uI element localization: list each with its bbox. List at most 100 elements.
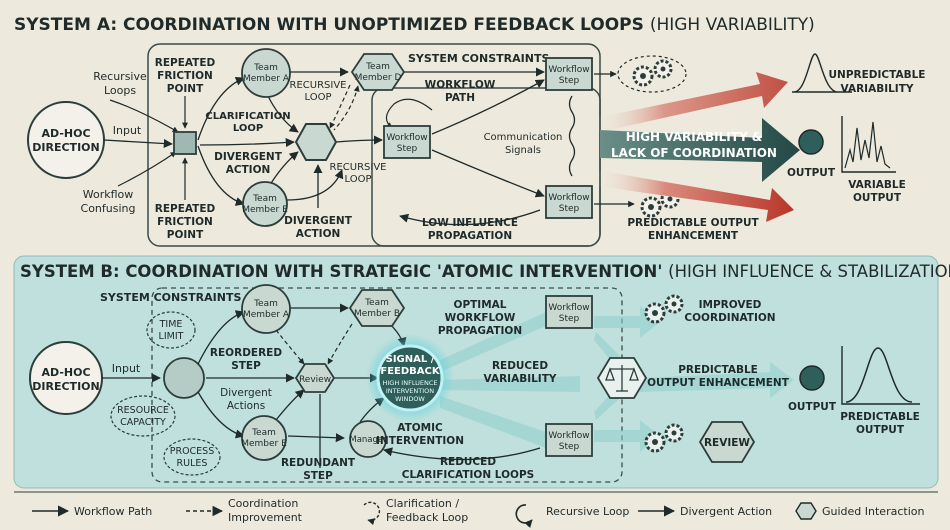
team-e-label-1: Team: [252, 194, 277, 204]
recursive-loop-1b: LOOP: [305, 92, 332, 103]
signal-1: SIGNAL /: [386, 354, 435, 365]
propagation-beams: [440, 306, 794, 452]
process-rules-node: [163, 438, 221, 476]
resource-1: RESOURCE: [117, 405, 169, 416]
b-team-b-2: Member B: [354, 309, 400, 319]
b-review-node: [294, 363, 336, 393]
balance-scale-glyph: [605, 365, 639, 392]
recursive-loops-2: Loops: [104, 84, 136, 97]
divergent-actions-2: Actions: [227, 400, 265, 412]
wf-top-1: Workflow: [548, 65, 589, 75]
low-influence-1: LOW INFLUENCE: [422, 217, 518, 229]
team-d-label-1: Team: [365, 62, 390, 72]
variable-output-chart-icon: [841, 116, 896, 173]
b-team-b-1: Team: [364, 298, 389, 308]
wf-center-1: Workflow: [386, 133, 427, 143]
resource-2: CAPACITY: [120, 417, 166, 428]
b-team-member-e-node: [241, 415, 287, 461]
reduced-clar-1: REDUCED: [440, 456, 496, 468]
recursive-loops-1: Recursive: [93, 70, 147, 83]
friction-top-2: FRICTION: [157, 70, 213, 82]
b-output-node: [799, 365, 825, 391]
confusing-arrow: [117, 151, 177, 187]
legend-clarification-icon: [363, 501, 381, 526]
ad-hoc-label-2: DIRECTION: [32, 141, 99, 154]
b-predictable-enh-1: PREDICTABLE: [678, 364, 758, 376]
high-influence-2: INTERVENTION: [386, 387, 434, 395]
b-predictable-enh-2: OUTPUT ENHANCEMENT: [647, 377, 790, 389]
improved-1: IMPROVED: [699, 299, 762, 311]
friction-top-1: REPEATED: [155, 57, 216, 69]
improved-2: COORDINATION: [684, 312, 775, 324]
wf-center-2: Step: [397, 144, 418, 154]
high-influence-1: HIGH INFLUENCE: [383, 379, 438, 387]
redundant-1: REDUNDANT: [281, 457, 356, 469]
edge-friction-hex: [199, 138, 295, 148]
high-variability-1: HIGH VARIABILITY &: [626, 130, 763, 144]
friction-bottom-1: REPEATED: [155, 203, 216, 215]
clarification-loop-2: LOOP: [233, 123, 263, 134]
system-b-title: SYSTEM B: COORDINATION WITH STRATEGIC 'A…: [20, 262, 950, 281]
wf-bottom-2: Step: [559, 204, 580, 214]
variable-output-1: VARIABLE: [848, 179, 906, 191]
workflow-step-center: [383, 125, 431, 159]
reduced-clar-2: CLARIFICATION LOOPS: [402, 469, 534, 481]
b-ad-hoc-1: AD-HOC: [41, 366, 90, 379]
workflow-step-top: [545, 57, 593, 91]
variable-output-2: OUTPUT: [853, 192, 902, 204]
legend-recursive: Recursive Loop: [546, 505, 629, 518]
coordination-hub-node: [294, 123, 338, 161]
time-limit-2: LIMIT: [159, 331, 184, 342]
redundant-2: STEP: [303, 470, 333, 482]
optimal-2: WORKFLOW: [445, 312, 516, 324]
divergent-1b: ACTION: [226, 164, 271, 176]
b-edge-teamE-review: [275, 389, 305, 421]
b-edge-reduced-clarification: [383, 447, 541, 461]
recursive-loops-arrow: [109, 99, 179, 133]
predictable-output-curve-icon: [841, 346, 920, 405]
b-edge-teamA-review: [275, 329, 305, 365]
edge-hex-teamD: [333, 85, 360, 131]
legend-workflow-path: Workflow Path: [74, 505, 152, 518]
b-wf-bottom-1: Workflow: [548, 431, 589, 441]
friction-bottom-2: FRICTION: [157, 216, 213, 228]
reordered-1: REORDERED: [210, 347, 282, 359]
b-entry-node: [163, 357, 205, 399]
team-member-e-node: [242, 181, 288, 227]
output-label-a: OUTPUT: [787, 167, 836, 179]
b-edge-entry-teamA: [197, 310, 245, 365]
predictable-enh-a-1: PREDICTABLE OUTPUT: [627, 217, 759, 229]
team-a-label-2: Member A: [243, 74, 290, 84]
edge-center-bottom: [431, 149, 545, 198]
system-b: SYSTEM B: COORDINATION WITH STRATEGIC 'A…: [13, 255, 950, 489]
legend-recursive-icon: [515, 504, 533, 529]
b-team-e-1: Team: [251, 428, 276, 438]
time-limit-node: [146, 311, 196, 349]
b-team-a-2: Member A: [243, 310, 290, 320]
legend-clarification-1: Clarification /: [386, 497, 459, 510]
input-arrow: [103, 138, 173, 149]
legend-coordination-1: Coordination: [228, 497, 298, 510]
high-variability-2: LACK OF COORDINATION: [611, 146, 777, 160]
b-edge-teamE-manager: [287, 433, 345, 443]
reduced-var-1: REDUCED: [492, 360, 548, 372]
signal-feedback-node[interactable]: [376, 344, 444, 412]
unpredictable-2: VARIABILITY: [841, 83, 914, 95]
workflow-path-1: WORKFLOW: [425, 79, 496, 91]
review-hex-label: REVIEW: [704, 437, 750, 449]
divergent-actions-1: Divergent: [220, 387, 272, 399]
resource-capacity-node: [110, 395, 176, 437]
b-gears-icon-bottom: [644, 423, 684, 453]
divergent-2a: DIVERGENT: [284, 215, 353, 227]
b-ad-hoc-2: DIRECTION: [32, 380, 99, 393]
b-input-label: Input: [112, 362, 141, 375]
edge-low-influence: [399, 209, 541, 226]
predictable-enh-a-2: ENHANCEMENT: [648, 230, 739, 242]
divergent-2b: ACTION: [296, 228, 341, 240]
communication-1: Communication: [484, 132, 563, 143]
divergent-1a: DIVERGENT: [214, 151, 283, 163]
predictable-output-2: OUTPUT: [856, 424, 905, 436]
b-team-a-1: Team: [253, 299, 278, 309]
